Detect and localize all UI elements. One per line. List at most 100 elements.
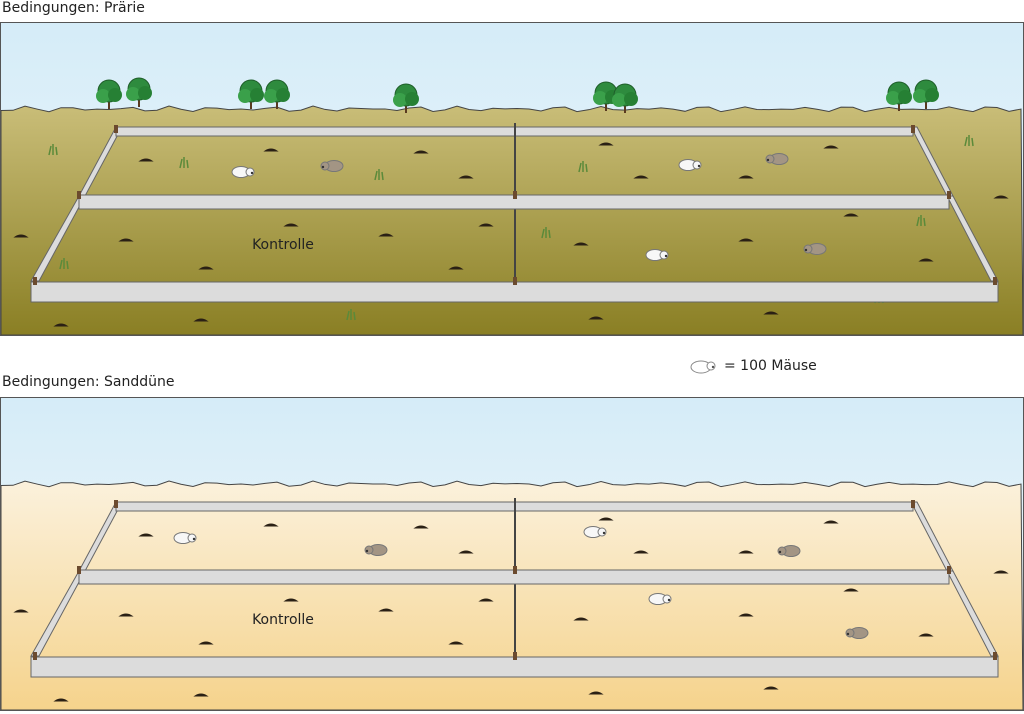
sanddune-panel: Kontrolle	[0, 397, 1024, 711]
burrow-icon	[413, 525, 429, 529]
burrow-icon	[738, 238, 754, 242]
grass-icon	[964, 135, 974, 147]
circle	[187, 533, 197, 543]
shrub-icon	[264, 79, 290, 109]
burrow-icon	[918, 633, 934, 637]
burrow-icon	[598, 142, 614, 146]
mouse-icon	[645, 249, 669, 261]
grass-icon	[346, 309, 356, 321]
shrub-icon	[96, 79, 122, 109]
burrow-icon	[738, 175, 754, 179]
burrow-icon	[118, 613, 134, 617]
fence-post	[513, 566, 517, 574]
fence-post	[33, 277, 37, 285]
burrow-icon	[993, 195, 1009, 199]
grass-icon	[578, 161, 588, 173]
burrow-icon	[263, 148, 279, 152]
burrow-icon	[843, 213, 859, 217]
burrow-icon	[198, 266, 214, 270]
grass-icon	[59, 258, 69, 270]
circle	[659, 250, 669, 260]
circle	[898, 90, 912, 104]
burrow-icon	[763, 686, 779, 690]
burrow-icon	[823, 520, 839, 524]
fence-post	[33, 652, 37, 660]
circle	[238, 89, 252, 103]
burrow-icon	[573, 617, 589, 621]
circle	[612, 93, 626, 107]
fence-post	[911, 500, 915, 508]
mouse-icon	[173, 532, 197, 544]
burrow-icon	[193, 318, 209, 322]
fence-post	[77, 566, 81, 574]
burrow-icon	[283, 598, 299, 602]
fence-post	[513, 191, 517, 199]
circle	[250, 88, 264, 102]
shrub-icon	[393, 83, 419, 113]
circle	[320, 161, 330, 171]
circle	[846, 632, 850, 636]
circle	[364, 545, 374, 555]
circle	[593, 91, 607, 105]
fence-post	[114, 500, 118, 508]
sanddune-scene: Kontrolle	[0, 398, 1024, 711]
burrow-icon	[198, 641, 214, 645]
burrow-icon	[478, 598, 494, 602]
burrow-icon	[138, 533, 154, 537]
grass-icon	[916, 215, 926, 227]
burrow-icon	[633, 550, 649, 554]
prairie-panel: Kontrolle	[0, 22, 1024, 336]
shrub-icon	[126, 77, 152, 107]
mouse-icon	[803, 243, 827, 255]
legend-text: = 100 Mäuse	[724, 358, 817, 374]
circle	[778, 550, 782, 554]
circle	[803, 244, 813, 254]
burrow-icon	[263, 523, 279, 527]
circle	[845, 628, 855, 638]
circle	[777, 546, 787, 556]
burrow-icon	[283, 223, 299, 227]
fence-post	[513, 277, 517, 285]
circle	[96, 89, 110, 103]
burrow-icon	[118, 238, 134, 242]
burrow-icon	[458, 175, 474, 179]
circle	[602, 531, 606, 535]
burrow-icon	[598, 517, 614, 521]
burrow-icon	[378, 608, 394, 612]
circle	[245, 167, 255, 177]
burrow-icon	[993, 570, 1009, 574]
circle	[138, 86, 152, 100]
burrow-icon	[478, 223, 494, 227]
circle	[664, 254, 668, 258]
burrow-icon	[633, 175, 649, 179]
legend: = 100 Mäuse	[688, 357, 817, 375]
burrow-icon	[13, 234, 29, 238]
grass-icon	[374, 169, 384, 181]
fence-post	[513, 652, 517, 660]
burrow-icon	[53, 698, 69, 702]
burrow-icon	[53, 323, 69, 327]
shrub-icon	[886, 81, 912, 111]
mouse-icon	[583, 526, 607, 538]
circle	[913, 89, 927, 103]
ground	[0, 105, 1024, 336]
burrow-icon	[738, 550, 754, 554]
fence-post	[993, 277, 997, 285]
burrow-icon	[738, 613, 754, 617]
circle	[276, 88, 290, 102]
prairie-scene: Kontrolle	[0, 23, 1024, 336]
circle	[126, 87, 140, 101]
panel-title-prairie: Bedingungen: Prärie	[2, 0, 145, 16]
mouse-icon	[845, 627, 869, 639]
circle	[692, 160, 702, 170]
fence-post	[911, 125, 915, 133]
circle	[108, 88, 122, 102]
shrub-icon	[913, 79, 939, 109]
burrow-icon	[13, 609, 29, 613]
ground	[0, 480, 1024, 711]
circle	[192, 537, 196, 541]
burrow-icon	[413, 150, 429, 154]
circle	[405, 92, 419, 106]
plot-label-kontrolle: Kontrolle	[252, 237, 314, 253]
burrow-icon	[588, 691, 604, 695]
